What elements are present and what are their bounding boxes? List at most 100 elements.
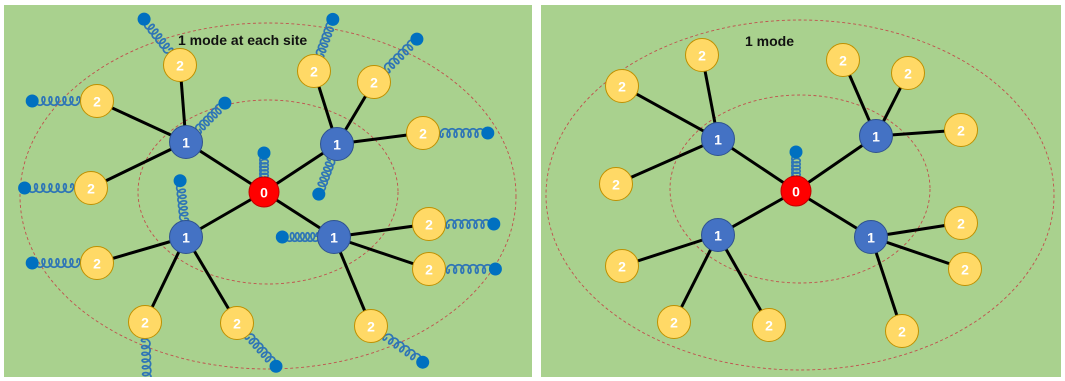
spring-mode-icon	[194, 96, 232, 135]
site-node-level-1: 1	[701, 122, 735, 156]
spring-mode-icon	[383, 32, 424, 74]
site-node-level-2: 2	[944, 206, 978, 240]
site-node-level-2: 2	[752, 308, 786, 342]
site-label: 2	[93, 94, 101, 110]
site-label: 1	[182, 135, 190, 151]
site-node-level-2: 2	[605, 69, 639, 103]
site-node-level-2: 2	[891, 56, 925, 90]
site-label: 2	[141, 315, 149, 331]
spring-mode-icon	[18, 181, 75, 195]
site-label: 2	[765, 318, 773, 334]
panel-title-right: 1 mode	[745, 33, 795, 49]
panel-right-diagram: 0 1 1 1 1 2 2 2 2 2 2 2 2 2 2 2 2 1 mode	[541, 5, 1061, 377]
tree-diagram-left: 0 1 1 1 1 2 2 2 2 2 2 2 2 2 2 2 2	[18, 12, 517, 377]
inner-shell-ring	[137, 99, 399, 285]
site-label: 2	[176, 58, 184, 74]
spring-mode-icon	[275, 230, 321, 244]
site-node-level-2: 2	[128, 305, 162, 339]
spring-mode-icon	[382, 333, 430, 369]
site-node-level-2: 2	[80, 84, 114, 118]
site-node-level-2: 2	[826, 43, 860, 77]
site-node-level-2: 2	[605, 249, 639, 283]
spring-mode-icon	[439, 126, 495, 140]
site-label: 1	[714, 228, 722, 244]
site-label: 2	[898, 324, 906, 340]
site-node-level-2: 2	[885, 314, 919, 348]
site-label: 0	[792, 184, 800, 200]
site-label: 2	[419, 126, 427, 142]
site-label: 2	[310, 64, 318, 80]
site-label: 1	[714, 132, 722, 148]
spring-mode-icon	[140, 337, 152, 377]
spring-mode-icon	[445, 262, 502, 276]
site-label: 2	[93, 256, 101, 272]
site-label: 2	[233, 316, 241, 332]
site-node-level-1: 1	[859, 119, 893, 153]
site-label: 2	[370, 75, 378, 91]
site-label: 0	[260, 185, 268, 201]
spring-mode-icon	[25, 256, 81, 270]
site-label: 2	[957, 216, 965, 232]
spring-mode-icon	[789, 145, 803, 182]
site-label: 2	[904, 66, 912, 82]
site-node-level-2: 2	[657, 305, 691, 339]
site-label: 2	[618, 79, 626, 95]
site-node-level-2: 2	[948, 252, 982, 286]
bond-line	[615, 137, 719, 186]
site-label: 2	[425, 217, 433, 233]
site-node-level-0: 0	[248, 176, 280, 208]
panel-title-left: 1 mode at each site	[178, 32, 308, 48]
site-node-level-1: 1	[854, 220, 888, 254]
bond-line	[90, 140, 187, 190]
site-node-level-2: 2	[412, 207, 446, 241]
site-label: 1	[182, 230, 190, 246]
site-label: 2	[670, 315, 678, 331]
site-node-level-2: 2	[74, 171, 108, 205]
outer-shell-ring	[545, 19, 1055, 371]
bond-line	[621, 84, 719, 141]
site-node-level-1: 1	[169, 125, 203, 159]
site-label: 2	[961, 262, 969, 278]
site-label: 1	[333, 137, 341, 153]
site-node-level-1: 1	[317, 220, 351, 254]
spring-mode-icon	[137, 12, 174, 54]
site-node-level-2: 2	[220, 306, 254, 340]
site-label: 2	[612, 177, 620, 193]
spring-mode-icon	[173, 174, 190, 223]
inner-shell-ring	[669, 94, 931, 284]
bond-line	[716, 234, 771, 326]
site-label: 1	[867, 230, 875, 246]
spring-mode-icon	[315, 12, 340, 59]
site-node-level-2: 2	[163, 48, 197, 82]
site-node-level-2: 2	[944, 113, 978, 147]
spring-mode-icon	[25, 94, 81, 108]
outer-shell-ring	[19, 22, 517, 370]
site-node-level-0: 0	[780, 175, 812, 207]
site-node-level-2: 2	[599, 167, 633, 201]
tree-diagram-right: 0 1 1 1 1 2 2 2 2 2 2 2 2 2 2 2 2	[545, 19, 1055, 371]
site-node-level-2: 2	[80, 246, 114, 280]
site-node-level-1: 1	[701, 218, 735, 252]
site-node-level-2: 2	[406, 116, 440, 150]
spring-mode-icon	[312, 156, 336, 201]
site-node-level-2: 2	[354, 309, 388, 343]
site-node-level-1: 1	[320, 127, 354, 161]
site-label: 2	[618, 259, 626, 275]
spring-mode-icon	[244, 333, 283, 373]
site-label: 2	[425, 262, 433, 278]
site-label: 2	[87, 181, 95, 197]
site-node-level-1: 1	[169, 220, 203, 254]
site-node-level-2: 2	[412, 252, 446, 286]
spring-mode-icon	[257, 146, 271, 183]
site-label: 2	[367, 319, 375, 335]
site-label: 2	[957, 123, 965, 139]
panel-left-diagram: 0 1 1 1 1 2 2 2 2 2 2 2 2 2 2 2 2 1 mode at each site	[4, 5, 532, 377]
site-label: 1	[330, 230, 338, 246]
site-label: 2	[698, 48, 706, 64]
spring-mode-icon	[445, 217, 501, 231]
site-node-level-2: 2	[357, 65, 391, 99]
site-node-level-2: 2	[297, 54, 331, 88]
site-label: 2	[839, 53, 847, 69]
site-node-level-2: 2	[685, 38, 719, 72]
site-label: 1	[872, 129, 880, 145]
